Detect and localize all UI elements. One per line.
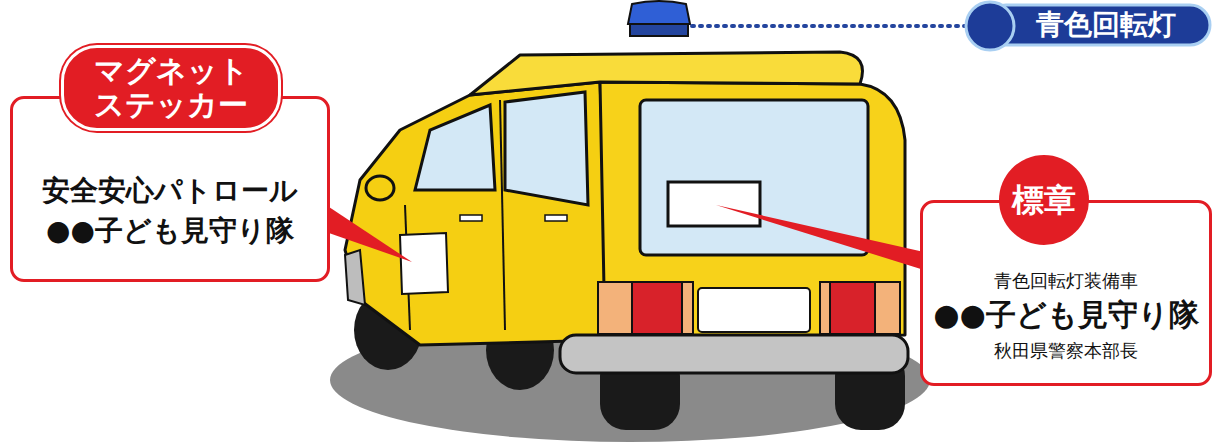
callout-body: 安全安心パトロール ●●子ども見守り隊: [13, 171, 327, 251]
magnet-sticker: [400, 233, 448, 294]
car-side: [345, 82, 610, 345]
label-circle: [966, 2, 1014, 50]
rear-bumper: [560, 335, 908, 373]
tail-light: [632, 282, 682, 334]
callout-heading: マグネット ステッカー: [61, 45, 281, 131]
license-plate: [698, 288, 810, 332]
car-rear: [600, 82, 905, 340]
tail-light: [820, 282, 900, 334]
dotted-leader: [692, 24, 968, 28]
emblem-line: 秋田県警察本部長: [923, 339, 1209, 363]
blue-light-label: 青色回転灯: [962, 0, 1214, 52]
side-mirror: [366, 176, 394, 200]
tail-light: [598, 282, 693, 334]
door-line: [500, 100, 505, 330]
callout-heading: 標章: [999, 155, 1089, 245]
side-window: [415, 105, 495, 190]
emblem-sticker: [668, 182, 760, 226]
front-bumper: [345, 250, 365, 305]
door-handle: [545, 215, 567, 221]
door-handle: [460, 215, 482, 221]
emblem-line: 青色回転灯装備車: [923, 269, 1209, 293]
tail-light: [830, 282, 875, 334]
label-text: 青色回転灯: [1006, 6, 1206, 44]
blue-rotating-light: [628, 1, 690, 24]
car-roof: [470, 52, 863, 95]
side-window: [505, 92, 588, 205]
leader-wedge: [326, 205, 412, 262]
callout-box: マグネット ステッカー安全安心パトロール ●●子ども見守り隊: [10, 96, 330, 282]
label-pill: [986, 5, 1210, 45]
leader-wedge: [716, 205, 924, 270]
emblem-title: ●●子ども見守り隊: [923, 295, 1209, 335]
callout-box: 標章青色回転灯装備車●●子ども見守り隊秋田県警察本部長: [920, 200, 1212, 386]
